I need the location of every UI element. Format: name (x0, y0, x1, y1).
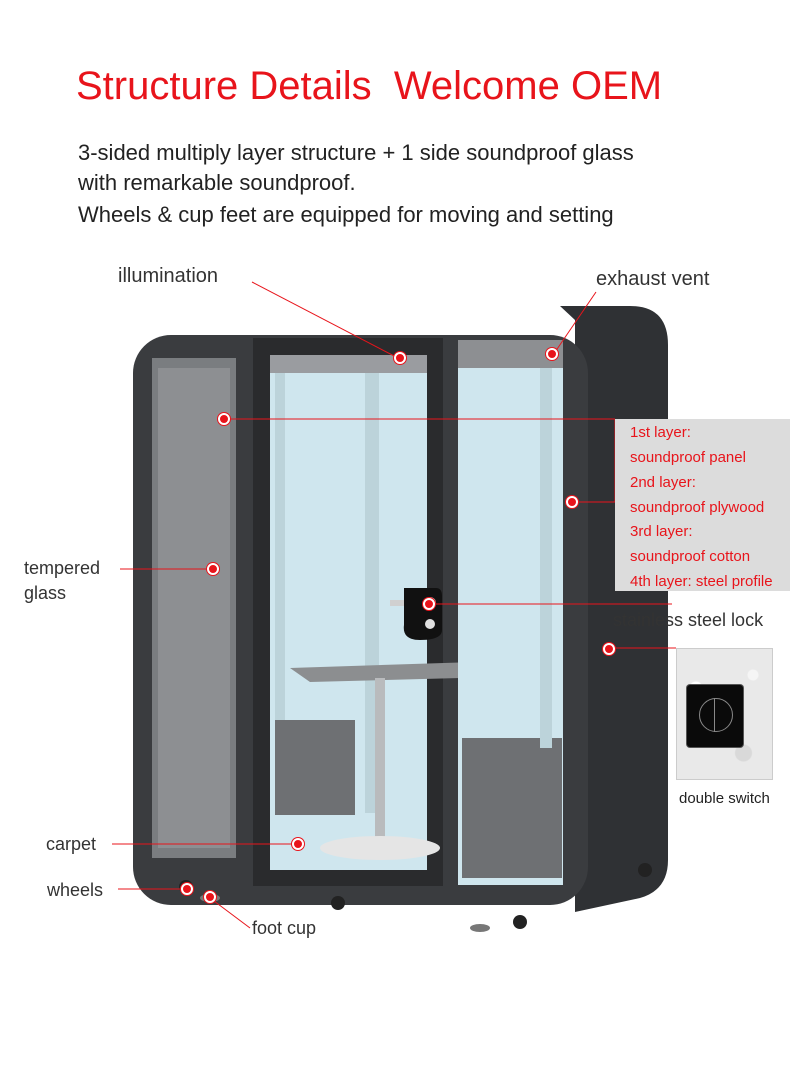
leader-illumination (251, 281, 399, 359)
label-illumination: illumination (118, 265, 219, 287)
right-seat (462, 738, 562, 878)
marker-foot-cup (204, 891, 216, 903)
label-wheels: wheels (47, 880, 104, 900)
layer-text-4: soundproof plywood (630, 499, 765, 516)
label-stainless-steel-lock: stainless steel lock (613, 610, 764, 630)
page-title: Structure Details Welcome OEM (76, 64, 663, 108)
table-top (290, 662, 475, 682)
layer-text-2: soundproof panel (630, 449, 746, 466)
door-ceiling (270, 355, 427, 373)
left-glass-felt (158, 368, 230, 848)
foot-cup-right (470, 924, 490, 932)
wheel-left-back (331, 896, 345, 910)
switch-plate (687, 685, 743, 747)
marker-side-layers (566, 496, 578, 508)
description-line-1: 3-sided multiply layer structure + 1 sid… (78, 140, 634, 165)
description-line-2: with remarkable soundproof. (78, 170, 356, 195)
leader-exhaust-vent (552, 291, 597, 356)
marker-carpet (292, 838, 304, 850)
marker-illumination (394, 352, 406, 364)
lock-plate (403, 588, 442, 640)
marker-wheels (181, 883, 193, 895)
description-line-3: Wheels & cup feet are equipped for movin… (78, 202, 614, 227)
table-base (320, 836, 440, 860)
label-exhaust-vent: exhaust vent (596, 268, 710, 290)
marker-exhaust-vent (546, 348, 558, 360)
wheel-right-front (513, 915, 527, 929)
marker-soundproof-panel (218, 413, 230, 425)
door-seat (275, 720, 355, 815)
layer-text-1: 1st layer: (630, 424, 691, 441)
switch-ring-icon (699, 698, 733, 732)
leader-foot-cup (209, 897, 251, 929)
layers-panel: 1st layer: soundproof panel 2nd layer: s… (615, 419, 790, 591)
marker-lock (423, 598, 435, 610)
double-switch-photo (676, 648, 773, 780)
label-tempered-glass-line1: tempered (24, 558, 101, 578)
door-inner-wall-left (275, 373, 285, 813)
layer-text-6: soundproof cotton (630, 548, 751, 565)
right-glass-felt (458, 340, 563, 368)
label-carpet: carpet (46, 834, 97, 854)
label-tempered-glass-line2: glass (24, 583, 67, 603)
right-inner-wall (540, 368, 552, 748)
layer-text-7: 4th layer: steel profile (630, 573, 773, 590)
marker-switch (603, 643, 615, 655)
layer-text-5: 3rd layer: (630, 523, 693, 540)
label-double-switch: double switch (679, 790, 770, 807)
wheel-right-back (638, 863, 652, 877)
layer-text-3: 2nd layer: (630, 474, 696, 491)
label-foot-cup: foot cup (252, 918, 317, 938)
table-leg (375, 678, 385, 848)
switch-divider (714, 698, 715, 732)
marker-tempered-glass (207, 563, 219, 575)
lock-keyhole (425, 619, 435, 629)
